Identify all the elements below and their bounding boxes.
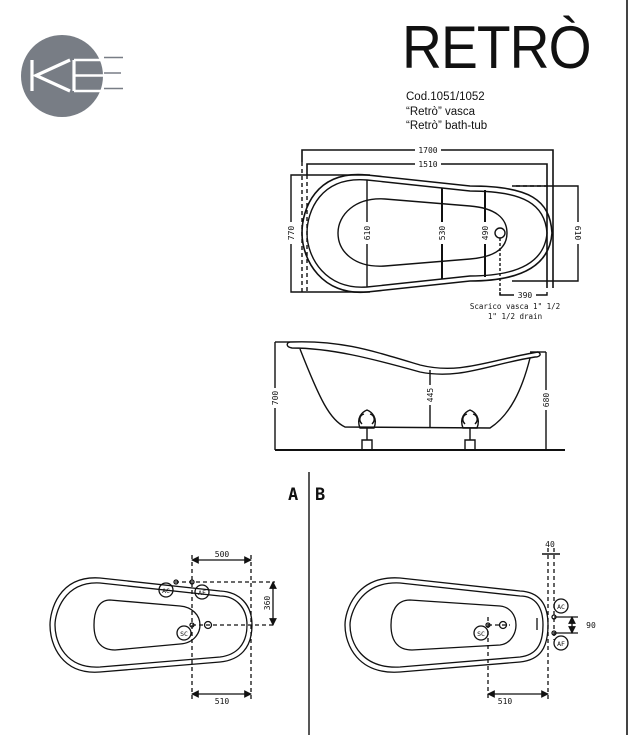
drain-marker-a	[176, 625, 192, 641]
ke-logo	[21, 35, 123, 117]
dim-490: 490	[481, 226, 490, 241]
claw-foot-left	[358, 409, 376, 451]
page-border	[626, 0, 628, 735]
dim-width-foot: 610	[573, 226, 582, 241]
side-view	[274, 341, 565, 451]
option-a-drain-label: SC	[180, 630, 188, 638]
option-b-cold-label: AF	[557, 640, 565, 648]
drain-marker-b	[473, 625, 489, 641]
option-a-plan	[49, 555, 277, 700]
option-b-dim-top: 40	[545, 540, 555, 549]
drain-label-english: 1" 1/2 drain	[488, 312, 542, 321]
cold-water-marker-b	[553, 635, 569, 651]
option-a-dim-bottom: 510	[215, 697, 230, 706]
product-name-italian: “Retrò” vasca	[406, 106, 476, 118]
hot-water-marker-b	[553, 598, 569, 614]
option-a-hot-label: AC	[162, 587, 170, 595]
logo-circle	[21, 35, 103, 117]
dim-overall-length: 1700	[418, 146, 437, 155]
dim-width-head: 770	[287, 226, 296, 241]
option-a-label: A	[288, 485, 298, 505]
dim-530: 530	[438, 226, 447, 241]
option-b-dim-side: 90	[586, 621, 596, 630]
dim-drain-offset: 390	[518, 291, 533, 300]
dim-depth: 445	[426, 388, 435, 403]
option-b-drain-label: SC	[477, 630, 485, 638]
top-view	[290, 149, 579, 296]
drain-label-italian: Scarico vasca 1" 1/2	[470, 302, 560, 311]
option-b-dim-bottom: 510	[498, 697, 513, 706]
dim-height-head: 700	[271, 391, 280, 406]
option-a-dim-top: 500	[215, 550, 230, 559]
option-a-dim-side: 360	[263, 596, 272, 611]
option-b-plan	[344, 548, 578, 700]
product-code: Cod.1051/1052	[406, 91, 485, 103]
dim-inner-610: 610	[363, 226, 372, 241]
cold-water-marker-a	[194, 584, 210, 600]
option-b-label: B	[315, 485, 325, 505]
claw-foot-right	[461, 409, 479, 451]
dim-height-foot: 680	[542, 393, 551, 408]
product-name-english: “Retrò” bath-tub	[406, 120, 488, 132]
dim-inner-length: 1510	[418, 160, 437, 169]
option-a-cold-label: AF	[198, 589, 206, 597]
product-title: RETRÒ	[402, 14, 592, 81]
option-b-hot-label: AC	[557, 603, 565, 611]
hot-water-marker-a	[158, 582, 174, 598]
